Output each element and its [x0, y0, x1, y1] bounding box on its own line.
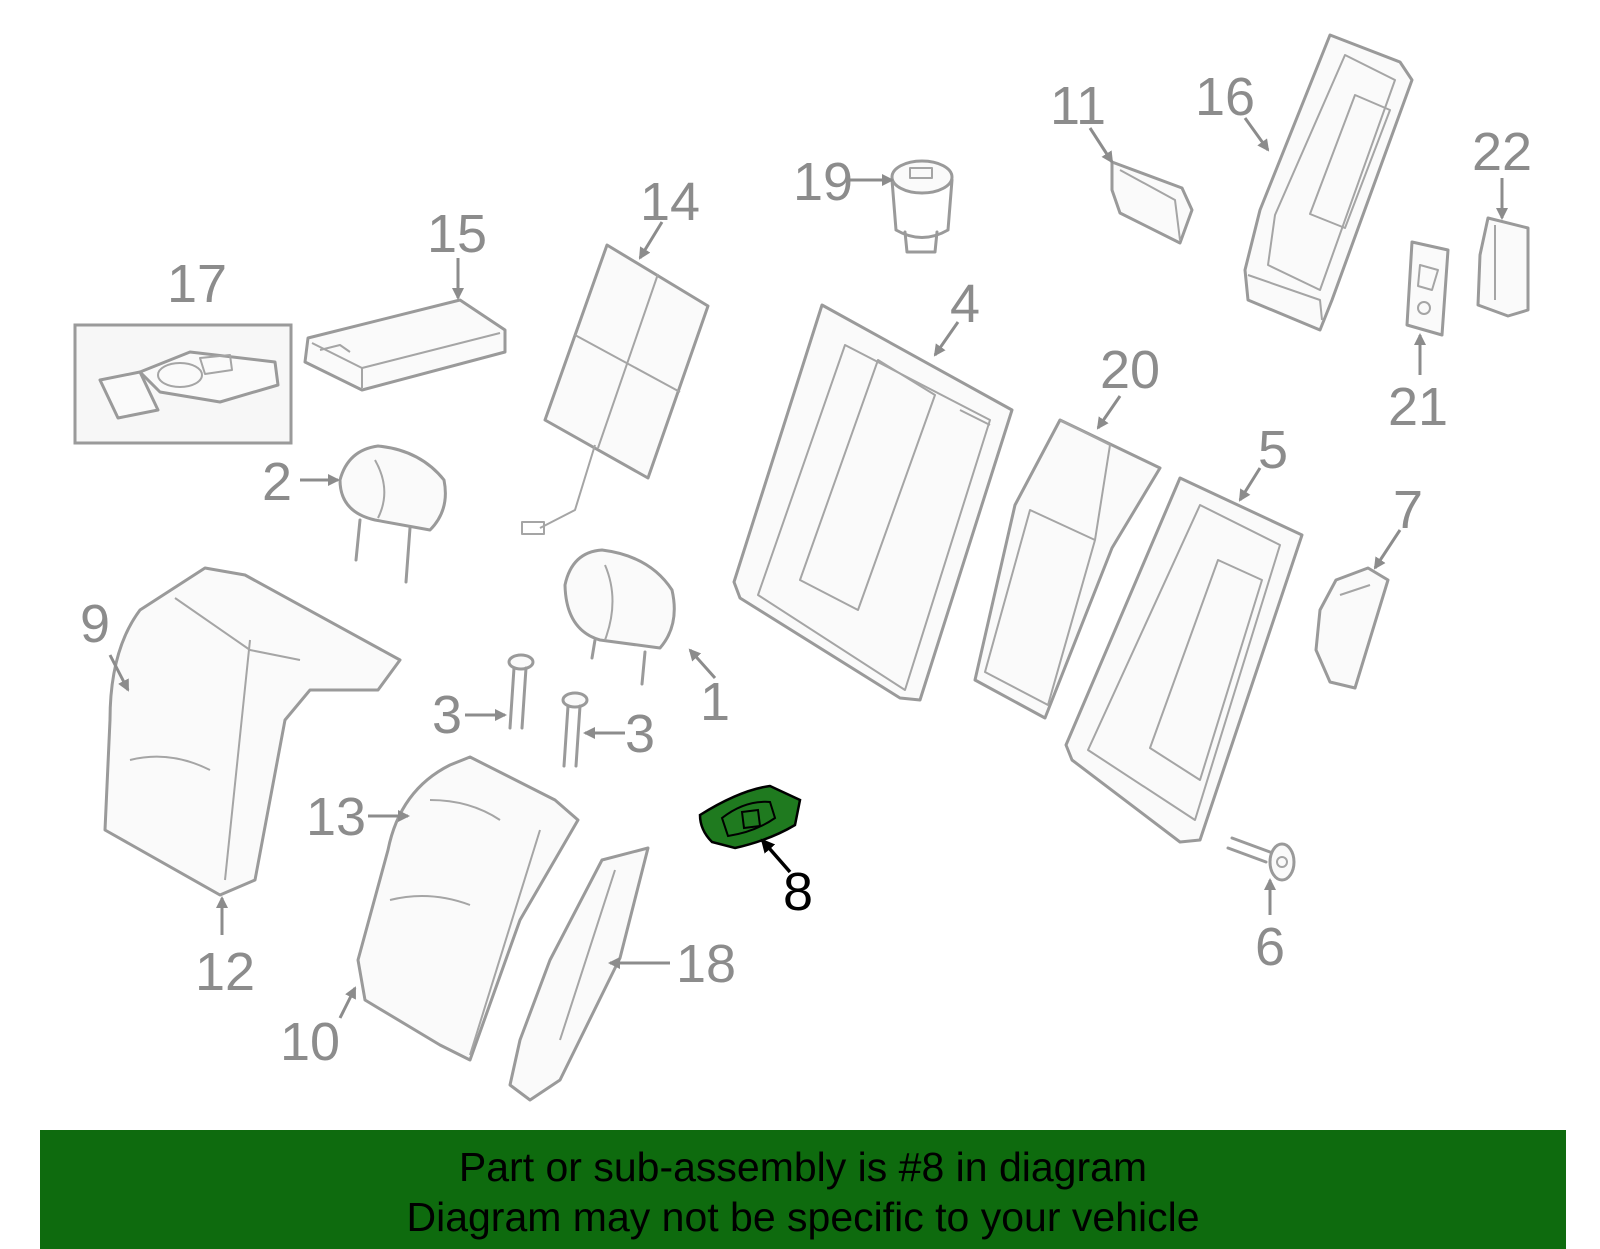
callout-1: 1	[688, 648, 730, 732]
label-18: 18	[676, 934, 736, 994]
part-16-backrest-panel	[1243, 33, 1414, 332]
part-7-side-trim	[1314, 566, 1390, 690]
callout-12: 12	[195, 896, 255, 1002]
part-19-lock-cylinder	[890, 159, 954, 254]
label-15: 15	[427, 204, 487, 264]
label-11: 11	[1050, 76, 1106, 136]
label-4: 4	[950, 274, 980, 334]
callout-13: 13	[306, 787, 410, 847]
part-5-seatback-frame	[1064, 476, 1304, 844]
label-2: 2	[262, 452, 292, 512]
part-20-panel	[973, 418, 1162, 720]
callout-19: 19	[793, 152, 894, 212]
label-8: 8	[783, 862, 813, 922]
label-14: 14	[640, 172, 700, 232]
parts-diagram: 1 2 3 3 4 5 6 7 8 9 10 11	[73, 33, 1532, 1102]
label-1: 1	[700, 672, 730, 732]
part-17-switch-kit	[73, 323, 293, 445]
label-12: 12	[195, 942, 255, 1002]
part-1-headrest	[563, 548, 676, 686]
part-21-bracket	[1405, 240, 1450, 337]
callout-9: 9	[80, 594, 130, 692]
label-21: 21	[1388, 377, 1448, 437]
callout-11: 11	[1050, 76, 1114, 164]
part-14-heater-pad	[521, 243, 710, 535]
banner-line-2: Diagram may not be specific to your vehi…	[406, 1194, 1200, 1240]
callout-14: 14	[638, 172, 700, 260]
label-20: 20	[1100, 340, 1160, 400]
callout-5: 5	[1238, 420, 1288, 502]
label-9: 9	[80, 594, 110, 654]
part-3-guide-pin-b	[561, 691, 589, 768]
callout-21: 21	[1388, 333, 1448, 437]
part-15-armrest-cover	[303, 298, 507, 392]
callout-2: 2	[262, 452, 340, 512]
callout-10: 10	[280, 986, 357, 1072]
label-13: 13	[306, 787, 366, 847]
callout-16: 16	[1195, 67, 1270, 152]
part-18-side-trim	[508, 846, 650, 1102]
label-6: 6	[1255, 917, 1285, 977]
callout-18: 18	[608, 934, 736, 994]
callout-3a: 3	[432, 685, 507, 745]
part-22-bracket	[1476, 216, 1530, 318]
label-19: 19	[793, 152, 853, 212]
label-3a: 3	[432, 685, 462, 745]
label-10: 10	[280, 1012, 340, 1072]
callout-7: 7	[1373, 480, 1423, 570]
part-6-bolt	[1226, 836, 1296, 882]
label-7: 7	[1393, 480, 1423, 540]
callout-15: 15	[427, 204, 487, 300]
label-17: 17	[167, 254, 227, 314]
label-22: 22	[1472, 122, 1532, 182]
label-3b: 3	[625, 704, 655, 764]
callout-17: 17	[167, 254, 227, 314]
callout-4: 4	[933, 274, 980, 357]
label-5: 5	[1258, 420, 1288, 480]
part-11-trim-piece	[1110, 160, 1194, 245]
callout-22: 22	[1472, 122, 1532, 220]
label-16: 16	[1195, 67, 1255, 127]
banner-line-1: Part or sub-assembly is #8 in diagram	[458, 1144, 1148, 1190]
part-4-seatback-frame	[732, 303, 1014, 702]
part-2-headrest	[338, 444, 447, 584]
callout-8: 8	[760, 838, 813, 922]
part-3-guide-pin-a	[507, 653, 535, 730]
info-banner: Part or sub-assembly is #8 in diagram Di…	[40, 1130, 1566, 1249]
part-8-highlighted	[698, 784, 802, 850]
callout-6: 6	[1255, 878, 1285, 977]
part-10-13-seatback-cover	[356, 755, 580, 1062]
callout-20: 20	[1096, 340, 1160, 430]
part-9-seatback-cover	[103, 566, 402, 897]
callout-3b: 3	[583, 704, 655, 764]
